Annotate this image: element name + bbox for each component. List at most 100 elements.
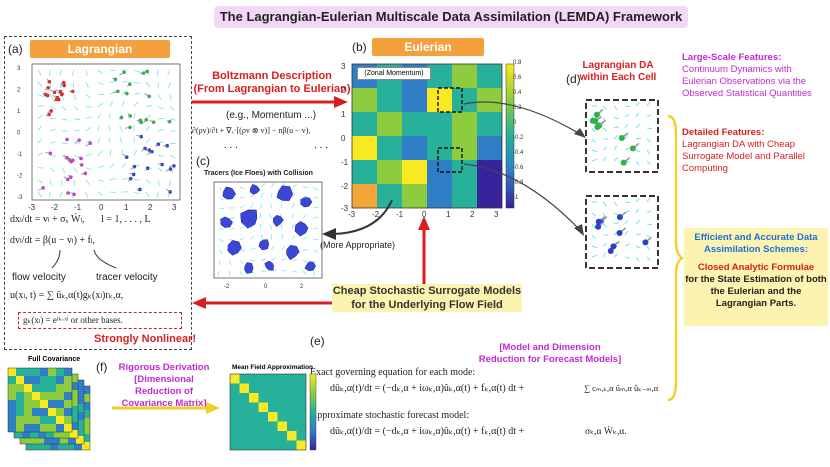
more-appropriate-label: (More Appropriate) — [320, 240, 396, 250]
b-xtick: 1 — [446, 210, 451, 219]
tracer-trail — [166, 188, 171, 193]
detailed-body: Lagrangian DA with Cheap Surrogate Model… — [682, 139, 806, 174]
mean-field-cell — [296, 412, 306, 422]
tracer-trail — [127, 112, 131, 117]
flow-arrow — [121, 149, 123, 156]
flow-arrow — [218, 239, 224, 242]
mean-field-cell — [249, 431, 259, 441]
flow-arrow — [259, 213, 262, 219]
boltzmann-dots-2: . . . — [314, 140, 328, 151]
ice-floe — [294, 221, 309, 237]
boltzmann-label: Boltzmann Description (From Lagrangian t… — [192, 70, 352, 96]
tracer-dot — [61, 80, 66, 85]
flow-arrow — [624, 114, 630, 118]
tracer-trail — [166, 120, 170, 123]
heatmap-cell — [352, 160, 377, 184]
flow-arrow — [635, 256, 640, 262]
approx-eq: dûₖ,α(t)/dt = (−dₖ,α + iωₖ,α)ûₖ,α(t) + f… — [330, 426, 525, 437]
flow-arrow — [646, 197, 651, 203]
heatmap-selected-cell-2 — [437, 147, 463, 173]
mean-field-cell — [268, 421, 278, 431]
covariance-cell — [56, 368, 64, 376]
mean-field-cell — [296, 402, 306, 412]
flow-arrow — [624, 243, 630, 247]
covariance-cell — [82, 402, 90, 410]
covariance-cell — [82, 410, 90, 418]
covariance-cell — [76, 436, 84, 444]
covariance-cell — [8, 400, 16, 408]
flow-arrow — [97, 81, 104, 86]
eq-velocity: dvₗ/dt = β(u − vₗ) + fₗ, — [10, 235, 95, 246]
mean-field-cell — [258, 431, 268, 441]
flow-arrow — [157, 155, 164, 157]
flow-arrow — [85, 106, 93, 108]
tracer-dot — [592, 118, 599, 125]
tracer-dot — [629, 145, 636, 152]
flow-arrow — [85, 167, 92, 171]
flow-arrow — [61, 167, 66, 174]
flow-arrow — [313, 186, 318, 191]
flow-arrow — [121, 177, 128, 181]
covariance-cell — [52, 436, 60, 444]
cbar-tick: -0.2 — [513, 135, 524, 141]
flow-arrow — [250, 247, 256, 251]
tracer-trail — [165, 168, 171, 172]
rigorous-line2: [Dimensional Reduction of — [134, 374, 194, 397]
flow-arrow — [646, 149, 651, 155]
mean-field-cell — [277, 393, 287, 403]
tracer-trail — [127, 178, 131, 182]
c-xtick: 2 — [300, 284, 304, 290]
surrogate-box: Cheap Stochastic Surrogate Models for th… — [332, 284, 522, 312]
tracer-trail — [38, 187, 44, 191]
covariance-cell — [8, 408, 16, 416]
mean-field-cell — [249, 412, 259, 422]
flow-arrow — [613, 126, 619, 129]
covariance-cell — [32, 376, 40, 384]
tracer-trail — [124, 126, 131, 129]
covariance-cell — [70, 382, 78, 390]
flow-arrow — [71, 69, 75, 76]
large-scale-body: Continuum Dynamics with Eulerian Observa… — [682, 64, 812, 99]
covariance-frame — [7, 367, 73, 433]
flow-arrow — [269, 213, 272, 219]
flow-arrow — [250, 260, 256, 262]
heatmap-cell — [477, 136, 502, 160]
mean-field-cell — [277, 374, 287, 384]
mean-field-cell — [277, 431, 287, 441]
covariance-cell — [64, 408, 72, 416]
flow-arrow — [49, 106, 56, 110]
mean-field-cell — [230, 383, 240, 393]
mean-field-cell — [258, 412, 268, 422]
flow-arrow — [169, 118, 176, 121]
flow-arrow — [169, 94, 172, 101]
flow-arrow — [624, 123, 629, 129]
mean-field-cell — [296, 421, 306, 431]
boltzmann-line1: Boltzmann Description — [212, 70, 332, 82]
eq-basis-box: gₖ(xₗ) = eⁱᵏ·ˣˡ or other bases. — [18, 312, 182, 329]
covariance-cell — [24, 408, 32, 416]
tracer-trail — [68, 159, 72, 162]
ice-floe — [222, 186, 237, 200]
flow-arrow — [602, 223, 608, 228]
heatmap-cell — [402, 88, 427, 112]
mean-field-cell — [239, 383, 249, 393]
flow-arrow — [602, 146, 608, 151]
covariance-cell — [40, 424, 48, 432]
flow-arrow — [591, 245, 597, 249]
flow-arrow — [37, 191, 42, 198]
tracer-trail — [157, 163, 163, 165]
flow-arrow — [271, 182, 275, 188]
tracer-trail — [47, 110, 52, 113]
tracer-trail — [81, 172, 86, 175]
panel-c-letter: (c) — [196, 154, 210, 168]
a-xtick: 1 — [124, 203, 129, 212]
covariance-cell — [42, 442, 50, 450]
cell-zoom-2-quiver — [591, 197, 653, 262]
covariance-cell — [70, 422, 78, 430]
a-xtick: 0 — [99, 203, 104, 212]
ice-floe — [276, 185, 294, 201]
page-title: The Lagrangian-Eulerian Multiscale Data … — [214, 6, 688, 28]
flow-arrow — [281, 269, 287, 272]
flow-arrow — [624, 256, 630, 259]
covariance-cell — [64, 384, 72, 392]
